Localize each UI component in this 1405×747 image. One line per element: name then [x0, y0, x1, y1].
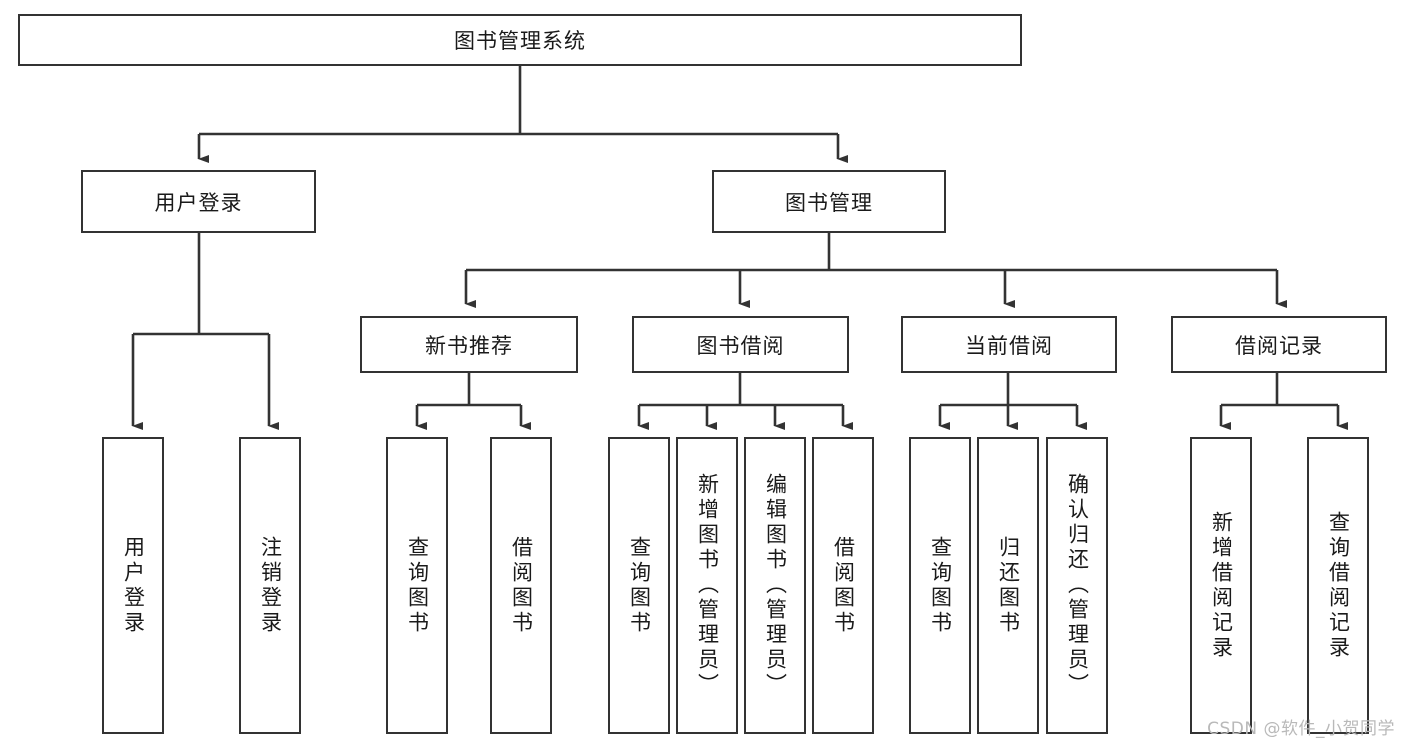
node-book-manage-label: 图书管理: [785, 190, 873, 215]
node-book-manage[interactable]: 图书管理: [712, 170, 946, 233]
node-user-login[interactable]: 用户登录: [81, 170, 316, 233]
node-leaf-add-record[interactable]: 新增借阅记录: [1190, 437, 1252, 734]
node-leaf-user-login[interactable]: 用户登录: [102, 437, 164, 734]
node-book-borrow-label: 图书借阅: [696, 333, 785, 358]
node-leaf-add-record-label: 新增借阅记录: [1209, 510, 1234, 661]
node-new-book-recommend-label: 新书推荐: [425, 333, 513, 358]
node-leaf-user-logout[interactable]: 注销登录: [239, 437, 301, 734]
node-borrow-record-label: 借阅记录: [1235, 333, 1323, 358]
node-borrow-record[interactable]: 借阅记录: [1171, 316, 1387, 373]
node-user-login-label: 用户登录: [154, 190, 243, 215]
node-leaf-return-book[interactable]: 归还图书: [977, 437, 1039, 734]
node-leaf-borrow-book-2-label: 借阅图书: [831, 535, 856, 636]
node-leaf-query-book-3-label: 查询图书: [928, 535, 953, 636]
node-leaf-query-book-1[interactable]: 查询图书: [386, 437, 448, 734]
node-root[interactable]: 图书管理系统: [18, 14, 1022, 66]
node-current-borrow-label: 当前借阅: [965, 333, 1053, 358]
node-leaf-query-record[interactable]: 查询借阅记录: [1307, 437, 1369, 734]
node-leaf-borrow-book-1-label: 借阅图书: [509, 535, 534, 636]
node-leaf-query-record-label: 查询借阅记录: [1326, 510, 1351, 661]
node-leaf-confirm-return-label: 确认归还（管理员）: [1065, 473, 1090, 698]
node-leaf-return-book-label: 归还图书: [996, 535, 1021, 636]
node-leaf-edit-book[interactable]: 编辑图书（管理员）: [744, 437, 806, 734]
node-leaf-confirm-return[interactable]: 确认归还（管理员）: [1046, 437, 1108, 734]
node-current-borrow[interactable]: 当前借阅: [901, 316, 1117, 373]
node-new-book-recommend[interactable]: 新书推荐: [360, 316, 578, 373]
node-book-borrow[interactable]: 图书借阅: [632, 316, 849, 373]
node-leaf-query-book-2-label: 查询图书: [627, 535, 652, 636]
node-leaf-borrow-book-2[interactable]: 借阅图书: [812, 437, 874, 734]
node-leaf-borrow-book-1[interactable]: 借阅图书: [490, 437, 552, 734]
node-leaf-query-book-2[interactable]: 查询图书: [608, 437, 670, 734]
node-leaf-edit-book-label: 编辑图书（管理员）: [763, 473, 788, 698]
node-leaf-user-login-label: 用户登录: [121, 535, 146, 636]
node-leaf-user-logout-label: 注销登录: [258, 535, 283, 636]
node-leaf-query-book-1-label: 查询图书: [405, 535, 430, 636]
node-leaf-add-book[interactable]: 新增图书（管理员）: [676, 437, 738, 734]
node-leaf-add-book-label: 新增图书（管理员）: [695, 473, 720, 698]
node-leaf-query-book-3[interactable]: 查询图书: [909, 437, 971, 734]
node-root-label: 图书管理系统: [454, 29, 586, 53]
